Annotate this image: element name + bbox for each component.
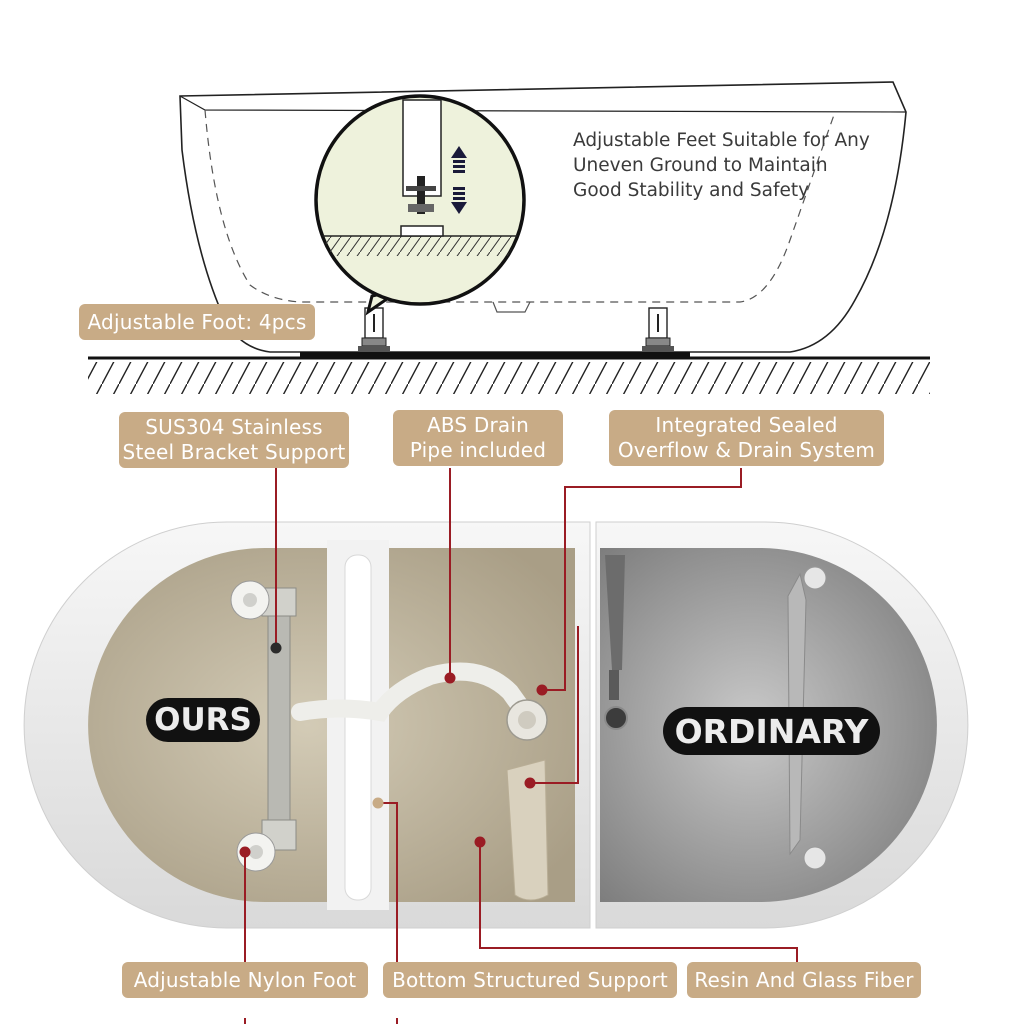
feature-note-line-2: Uneven Ground to Maintain	[573, 155, 828, 176]
ground-line	[88, 352, 930, 394]
structured-support-label: Bottom Structured Support	[383, 962, 677, 998]
bracket-label-line-1: SUS304 Stainless	[145, 415, 323, 439]
overflow-label-line-1: Integrated Sealed	[655, 413, 838, 437]
feature-note-line-1: Adjustable Feet Suitable for Any	[573, 130, 870, 151]
feature-note: Adjustable Feet Suitable for Any Uneven …	[573, 128, 893, 203]
adjustable-foot-right	[642, 307, 674, 352]
drain-label-line-1: ABS Drain	[426, 413, 529, 437]
drain-label-line-2: Pipe included	[409, 438, 547, 462]
nylon-foot-label: Adjustable Nylon Foot	[122, 962, 368, 998]
feature-note-line-3: Good Stability and Safety	[573, 180, 810, 201]
overflow-label-line-2: Overflow & Drain System	[617, 438, 876, 462]
foot-zoom-bubble	[314, 94, 526, 316]
nylon-foot-label-text: Adjustable Nylon Foot	[133, 967, 357, 992]
overflow-system-label: Integrated Sealed Overflow & Drain Syste…	[609, 410, 884, 466]
resin-fiber-label: Resin And Glass Fiber	[687, 962, 921, 998]
resin-fiber-label-text: Resin And Glass Fiber	[694, 967, 914, 992]
bracket-label-line-2: Steel Bracket Support	[122, 440, 346, 464]
leader-lines	[244, 468, 798, 1024]
bracket-support-label: SUS304 Stainless Steel Bracket Support	[119, 412, 349, 468]
adjustable-foot-left	[358, 307, 390, 352]
structured-support-label-text: Bottom Structured Support	[392, 967, 668, 992]
up-arrow-icon	[451, 146, 467, 173]
ours-tub-underside	[23, 521, 591, 929]
adjustable-foot-label: Adjustable Foot: 4pcs	[79, 304, 315, 340]
leader-dots	[239, 642, 548, 858]
down-arrow-icon	[451, 187, 467, 214]
drain-pipe-label: ABS Drain Pipe included	[393, 410, 563, 466]
ordinary-badge: ORDINARY	[663, 707, 880, 755]
ours-badge: OURS	[146, 698, 260, 742]
adjustable-foot-label-text: Adjustable Foot: 4pcs	[87, 309, 307, 334]
